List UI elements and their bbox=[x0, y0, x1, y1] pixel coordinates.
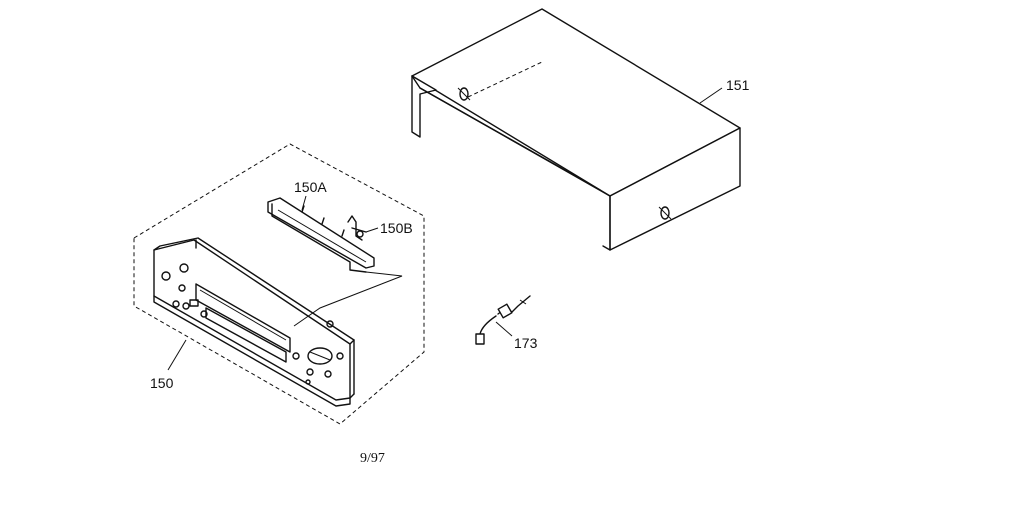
front-panel bbox=[153, 237, 355, 407]
diagram-date: 9/97 bbox=[360, 451, 385, 466]
label-173: 173 bbox=[514, 335, 538, 351]
top-cover bbox=[411, 8, 741, 251]
label-150: 150 bbox=[150, 375, 174, 391]
leader-150b bbox=[365, 227, 379, 233]
label-150b: 150B bbox=[380, 220, 413, 236]
label-151: 151 bbox=[726, 77, 750, 93]
assembly-line bbox=[293, 271, 403, 327]
cable bbox=[475, 295, 531, 345]
leader-150a bbox=[301, 195, 307, 211]
label-150a: 150A bbox=[294, 179, 327, 195]
leader-150 bbox=[167, 339, 187, 371]
group-outline bbox=[133, 143, 425, 425]
door-bracket bbox=[267, 197, 375, 273]
leader-151 bbox=[699, 87, 723, 104]
spring-part bbox=[347, 215, 367, 241]
leader-173 bbox=[495, 321, 513, 337]
